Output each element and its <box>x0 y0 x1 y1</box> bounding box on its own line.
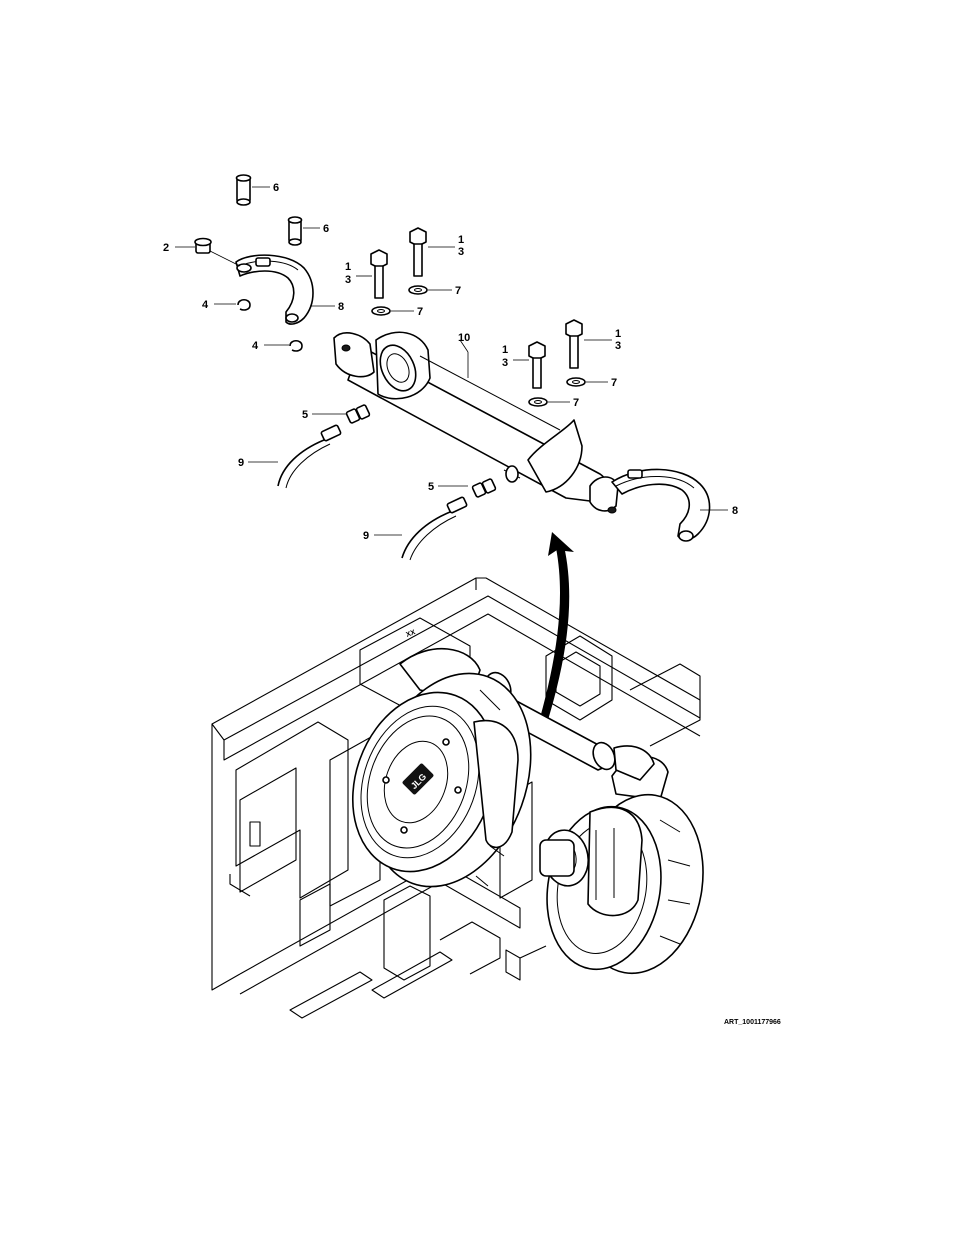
callout-3-b: 3 <box>345 274 351 286</box>
svg-text:XX: XX <box>405 629 416 639</box>
right-wheel <box>539 745 704 975</box>
leader-lines <box>175 186 728 536</box>
left-wheel: JLG <box>351 647 532 888</box>
clevis-pin-6-upper <box>235 174 252 206</box>
bolt-1-3-b <box>370 249 388 299</box>
bolt-1-3-a <box>409 227 427 277</box>
callout-2: 2 <box>163 242 169 254</box>
callout-1-c: 1 <box>502 344 508 356</box>
washer-7-b <box>371 306 391 316</box>
washer-7-c <box>566 377 586 387</box>
fitting-5-right <box>471 478 497 498</box>
washer-7-a <box>408 285 428 295</box>
retaining-ring-4-upper <box>237 298 251 311</box>
callout-9-right: 9 <box>363 530 369 542</box>
retaining-ring-4-lower <box>289 339 303 352</box>
hose-9-left <box>277 424 342 489</box>
callout-10: 10 <box>458 332 470 344</box>
callout-8-right: 8 <box>732 505 738 517</box>
axle-cylinder-10 <box>333 331 619 514</box>
callout-4-lower: 4 <box>252 340 259 352</box>
hose-9-right <box>401 496 468 561</box>
callout-labels: 6 6 2 4 8 4 1 3 1 3 7 7 10 1 3 1 3 7 7 5… <box>163 182 738 542</box>
washer-7-d <box>528 397 548 407</box>
yoke-bracket-8-right <box>611 468 711 542</box>
fitting-5-left <box>345 404 371 424</box>
callout-7-c: 7 <box>611 377 617 389</box>
callout-7-b: 7 <box>417 306 423 318</box>
jlg-logo: JLG <box>402 763 434 795</box>
callout-6-lower: 6 <box>323 223 329 235</box>
callout-5-left: 5 <box>302 409 308 421</box>
yoke-bracket-8-left <box>235 254 314 325</box>
callout-8-left: 8 <box>338 301 344 313</box>
bolt-1-3-d <box>528 341 546 389</box>
callout-4-upper: 4 <box>202 299 209 311</box>
callout-1-d: 1 <box>615 328 621 340</box>
curved-arrow-icon <box>540 532 574 720</box>
callout-1-b: 1 <box>345 261 351 273</box>
callout-1-a: 1 <box>458 234 464 246</box>
clevis-pin-6-lower <box>287 216 303 246</box>
art-id-label: ART_1001177966 <box>724 1019 781 1026</box>
callout-7-a: 7 <box>455 285 461 297</box>
bushing-2 <box>194 237 212 254</box>
callout-3-c: 3 <box>502 357 508 369</box>
callout-3-a: 3 <box>458 246 464 258</box>
callout-6-upper: 6 <box>273 182 279 194</box>
bolt-1-3-c <box>565 319 583 369</box>
callout-7-d: 7 <box>573 397 579 409</box>
callout-9-left: 9 <box>238 457 244 469</box>
callout-5-right: 5 <box>428 481 434 493</box>
callout-3-d: 3 <box>615 340 621 352</box>
